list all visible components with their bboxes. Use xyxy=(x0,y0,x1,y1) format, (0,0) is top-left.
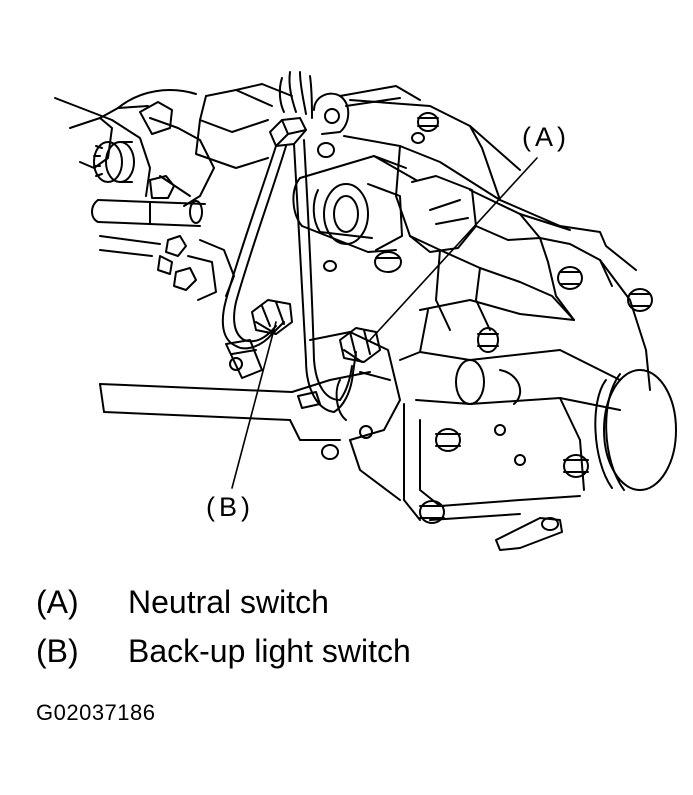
legend-row-neutral-switch: (A) Neutral switch xyxy=(36,586,411,635)
neutral-switch xyxy=(339,327,381,363)
figure-code: G02037186 xyxy=(36,700,156,725)
legend: (A) Neutral switch (B) Back-up light swi… xyxy=(36,586,411,684)
back-up-light-switch xyxy=(251,299,293,335)
callout-label-a: (A) xyxy=(522,122,570,152)
engine-left-section xyxy=(54,89,235,301)
legend-text: Neutral switch xyxy=(128,584,329,620)
legend-text: Back-up light switch xyxy=(128,633,411,669)
transmission-housing xyxy=(99,83,677,551)
callout-label-b: (B) xyxy=(206,492,254,522)
top-bracket xyxy=(269,71,421,158)
legend-key: (B) xyxy=(36,633,79,669)
legend-key: (A) xyxy=(36,584,79,620)
wiring-harness xyxy=(221,139,357,413)
legend-row-back-up-light-switch: (B) Back-up light switch xyxy=(36,635,411,684)
leader-line-a xyxy=(369,157,538,341)
transmission-line-drawing xyxy=(54,71,677,551)
leader-line-b xyxy=(231,321,277,489)
